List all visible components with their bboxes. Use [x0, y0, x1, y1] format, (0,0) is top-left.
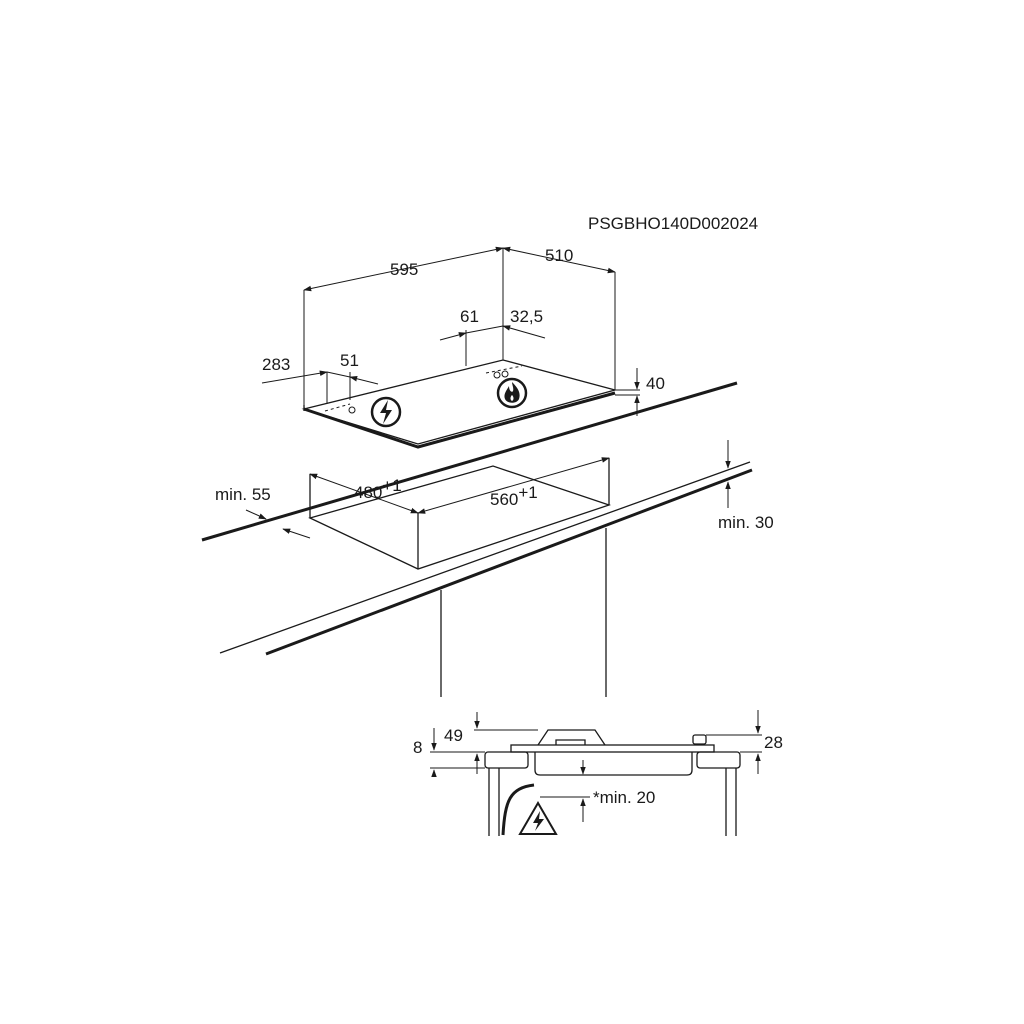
lightning-circle-icon	[370, 396, 402, 428]
dim-min-front: min. 55	[215, 485, 271, 504]
worktop-cutout	[308, 465, 612, 570]
hob-front-edge	[303, 391, 616, 449]
dim-32-5: 32,5	[510, 307, 543, 326]
drawing-code: PSGBHO140D002024	[588, 214, 758, 233]
dim-cutout-depth: 480+1	[354, 476, 402, 502]
dim-283: 283	[262, 355, 290, 374]
hob-top-view	[301, 248, 618, 449]
dim-28: 28	[764, 733, 783, 752]
dim-49: 49	[444, 726, 463, 745]
electric-warning-triangle-icon	[518, 801, 558, 835]
dim-min-below: *min. 20	[593, 788, 655, 807]
dim-51: 51	[340, 351, 359, 370]
dim-hob-depth: 510	[545, 246, 573, 265]
flame-circle-icon	[496, 377, 528, 409]
dim-hob-height: 40	[646, 374, 665, 393]
dim-8: 8	[413, 738, 422, 757]
dim-cutout-width: 560+1	[490, 483, 538, 509]
hob-section-view	[484, 729, 741, 836]
dim-min-wall: min. 30	[718, 513, 774, 532]
dim-hob-width: 595	[390, 260, 418, 279]
dim-61: 61	[460, 307, 479, 326]
